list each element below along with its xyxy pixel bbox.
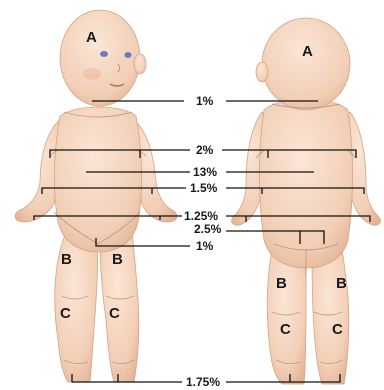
label-foot: 1.75%	[186, 375, 220, 389]
front-cheek	[83, 68, 101, 80]
front-region-c-left: C	[60, 305, 71, 322]
label-upper-arm: 2%	[196, 143, 214, 157]
front-region-b-left: B	[61, 251, 72, 268]
front-torso	[54, 107, 141, 252]
label-neck: 1%	[196, 94, 214, 108]
front-eye-right	[125, 52, 132, 58]
back-baby-figure	[232, 18, 381, 384]
front-baby-figure	[15, 10, 177, 382]
back-torso	[260, 100, 353, 269]
back-region-c-right: C	[332, 321, 343, 338]
back-region-b-right: B	[336, 275, 347, 292]
front-eye-left	[100, 51, 108, 57]
label-forearm: 1.5%	[190, 181, 218, 195]
label-genitalia: 1%	[196, 239, 214, 253]
label-trunk: 13%	[193, 165, 217, 179]
front-region-a: A	[86, 29, 97, 46]
back-region-b-left: B	[276, 275, 287, 292]
label-hand: 1.25%	[184, 209, 218, 223]
back-ear	[256, 62, 268, 82]
back-left-leg	[267, 250, 306, 384]
front-ear	[134, 54, 146, 74]
back-region-c-left: C	[280, 321, 291, 338]
back-head	[262, 18, 350, 110]
label-buttock: 2.5%	[194, 222, 222, 236]
back-region-a: A	[302, 43, 313, 60]
front-region-c-right: C	[109, 305, 120, 322]
front-region-b-right: B	[112, 251, 123, 268]
